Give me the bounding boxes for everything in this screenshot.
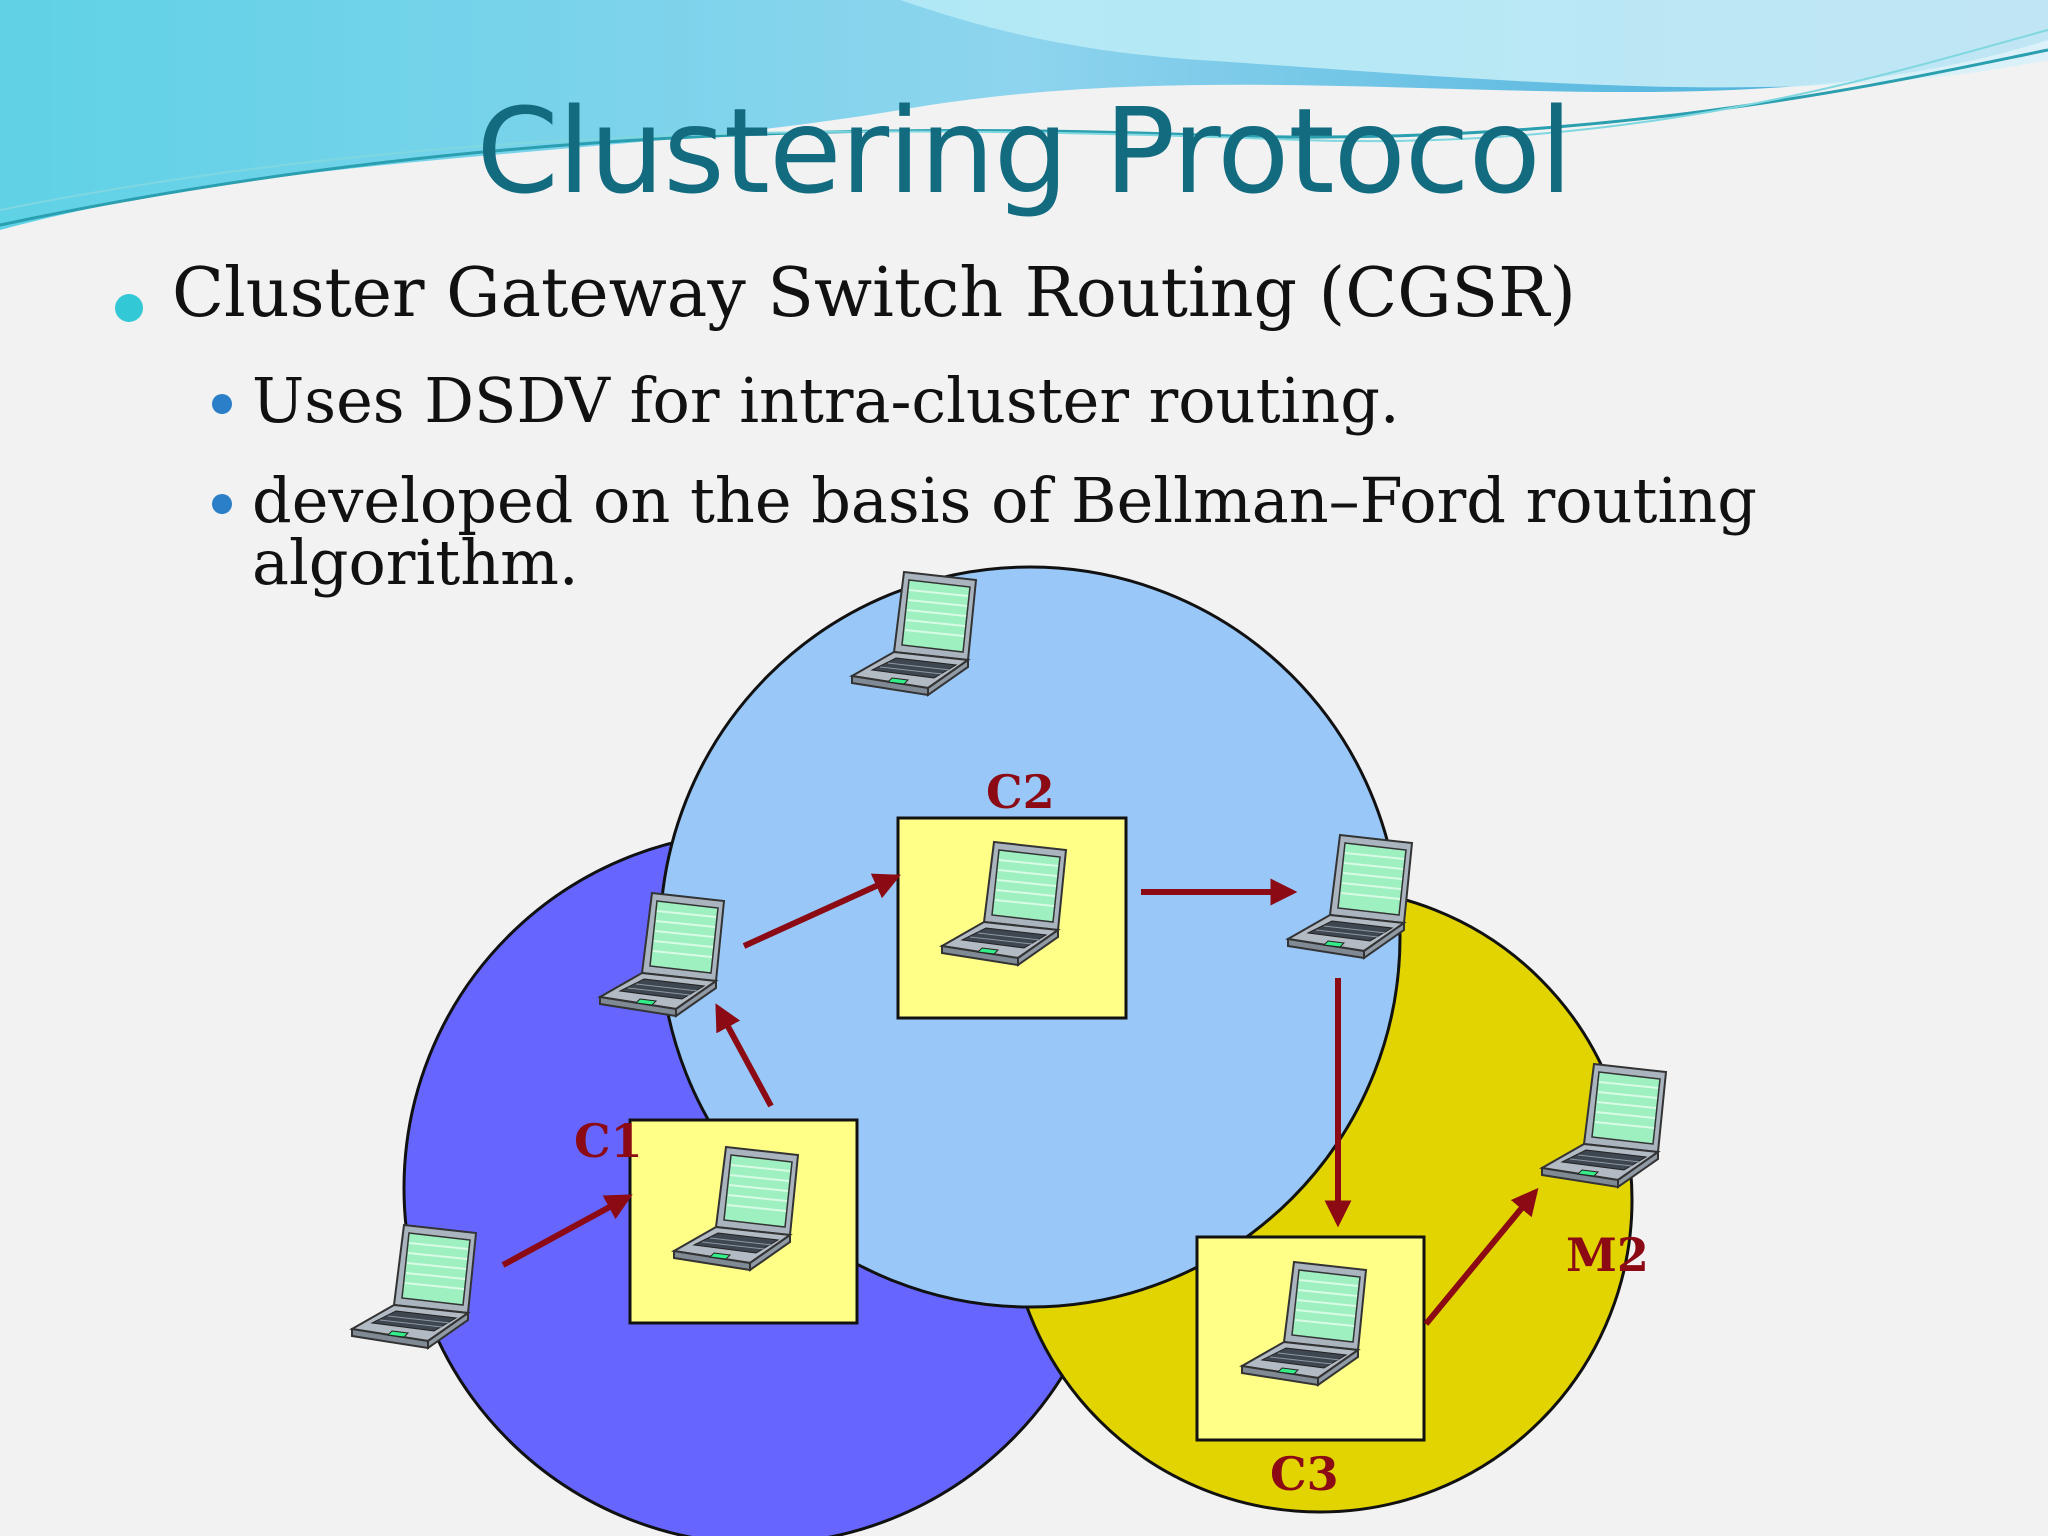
bullet-list: Cluster Gateway Switch Routing (CGSR) Us… xyxy=(110,260,2010,632)
bullet-dot xyxy=(212,494,232,514)
label-c2: C2 xyxy=(986,765,1055,819)
route-arrow xyxy=(742,873,901,949)
route-arrow xyxy=(501,1194,633,1268)
bullet-level2: developed on the basis of Bellman–Ford r… xyxy=(212,470,2010,594)
bullet-level2-text: developed on the basis of Bellman–Ford r… xyxy=(252,464,1757,599)
label-c3: C3 xyxy=(1270,1447,1339,1501)
bullet-level2-text: Uses DSDV for intra-cluster routing. xyxy=(252,364,1400,437)
route-arrow xyxy=(1423,1187,1539,1326)
bullet-level1: Cluster Gateway Switch Routing (CGSR) xyxy=(110,260,2010,328)
bullet-dot xyxy=(212,394,232,414)
label-c1: C1 xyxy=(574,1114,643,1168)
route-arrow xyxy=(715,1003,774,1108)
slide-title: Clustering Protocol xyxy=(476,82,1572,220)
label-m2: M2 xyxy=(1566,1228,1649,1282)
bullet-dot xyxy=(115,294,143,322)
bullet-level1-text: Cluster Gateway Switch Routing (CGSR) xyxy=(172,254,1576,333)
header-wave xyxy=(0,0,2048,230)
bullet-level2: Uses DSDV for intra-cluster routing. xyxy=(212,370,2010,432)
